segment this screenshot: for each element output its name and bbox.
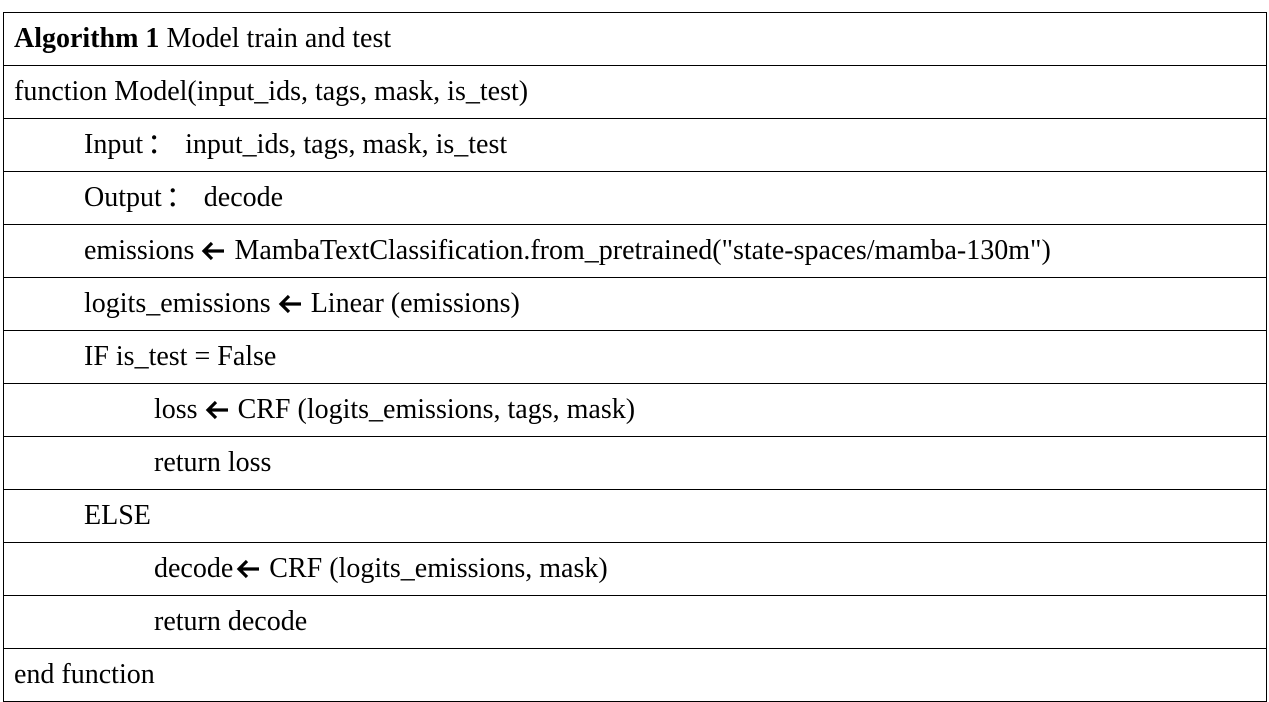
output-value: decode [203, 182, 284, 213]
else-line: ELSE [3, 489, 1267, 543]
algorithm-line: decode CRF (logits_emissions, mask) [3, 542, 1267, 596]
input-label: Input [84, 129, 144, 160]
algorithm-line: Input： input_ids, tags, mask, is_test [3, 118, 1267, 172]
algorithm-header-cell: Algorithm 1 Model train and test [3, 12, 1267, 66]
left-arrow-icon [205, 400, 228, 420]
output-colon: ： [165, 182, 194, 213]
left-arrow-icon [237, 559, 260, 579]
loss-rhs: CRF (logits_emissions, tags, mask) [237, 394, 636, 425]
else-text: ELSE [84, 500, 151, 531]
decode-lhs: decode [154, 553, 234, 584]
input-colon: ： [147, 129, 176, 160]
function-signature: function Model(input_ids, tags, mask, is… [3, 65, 1267, 119]
output-line: Output： decode [3, 171, 1267, 225]
return-loss-line: return loss [3, 436, 1267, 490]
return-loss-text: return loss [154, 447, 272, 478]
emissions-rhs: MambaTextClassification.from_pretrained(… [234, 235, 1051, 266]
return-decode-line: return decode [3, 595, 1267, 649]
algorithm-line: emissions MambaTextClassification.from_pr… [3, 224, 1267, 278]
algorithm-line: Output： decode [3, 171, 1267, 225]
logits-line: logits_emissions Linear (emissions) [3, 277, 1267, 331]
algorithm-line: end function [3, 648, 1267, 702]
algorithm-line: logits_emissions Linear (emissions) [3, 277, 1267, 331]
algorithm-line: return loss [3, 436, 1267, 490]
algorithm-line: return decode [3, 595, 1267, 649]
left-arrow-icon [278, 294, 301, 314]
if-line: IF is_test = False [3, 330, 1267, 384]
emissions-lhs: emissions [84, 235, 195, 266]
algorithm-line: function Model(input_ids, tags, mask, is… [3, 65, 1267, 119]
algorithm-line: loss CRF (logits_emissions, tags, mask) [3, 383, 1267, 437]
emissions-line: emissions MambaTextClassification.from_pr… [3, 224, 1267, 278]
algorithm-line: IF is_test = False [3, 330, 1267, 384]
logits-lhs: logits_emissions [84, 288, 271, 319]
algorithm-table: Algorithm 1 Model train and test functio… [3, 12, 1267, 702]
loss-lhs: loss [154, 394, 198, 425]
algorithm-label: Algorithm 1 [14, 23, 160, 54]
input-value: input_ids, tags, mask, is_test [185, 129, 508, 160]
algorithm-title: Model train and test [166, 23, 392, 54]
output-label: Output [84, 182, 162, 213]
end-function-line: end function [3, 648, 1267, 702]
decode-rhs: CRF (logits_emissions, mask) [269, 553, 608, 584]
if-text: IF is_test = False [84, 341, 277, 372]
loss-line: loss CRF (logits_emissions, tags, mask) [3, 383, 1267, 437]
input-line: Input： input_ids, tags, mask, is_test [3, 118, 1267, 172]
algorithm-header-row: Algorithm 1 Model train and test [3, 12, 1267, 66]
function-signature-text: function Model(input_ids, tags, mask, is… [14, 76, 529, 107]
return-decode-text: return decode [154, 606, 308, 637]
left-arrow-icon [202, 241, 225, 261]
decode-line: decode CRF (logits_emissions, mask) [3, 542, 1267, 596]
end-function-text: end function [14, 659, 155, 690]
algorithm-line: ELSE [3, 489, 1267, 543]
logits-rhs: Linear (emissions) [310, 288, 520, 319]
